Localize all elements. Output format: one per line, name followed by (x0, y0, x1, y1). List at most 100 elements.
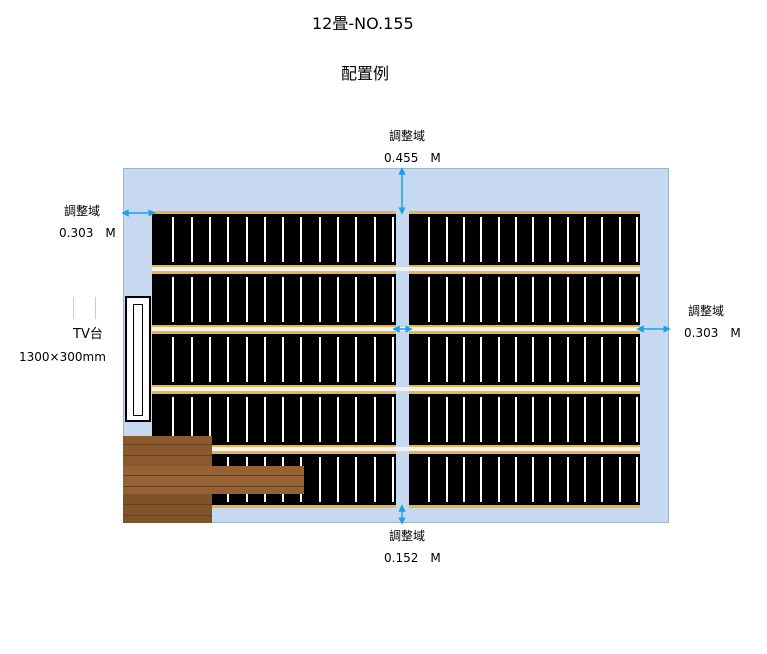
panel-strip-gap (584, 277, 586, 322)
panel-strip-gap (428, 277, 430, 322)
tv-stand-size: 1300×300mm (19, 350, 106, 364)
panel-strip-gap (191, 337, 193, 382)
panel-strip-gap (549, 397, 551, 442)
page-subtitle: 配置例 (341, 64, 390, 83)
panel-strip-gap (498, 217, 500, 262)
panel-strip-gap (463, 457, 465, 502)
panel-strip-gap (584, 457, 586, 502)
panel-strip-gap (515, 277, 517, 322)
panel-strip-gap (567, 277, 569, 322)
panel-strip-gap (227, 217, 229, 262)
panel-strip-gap (246, 337, 248, 382)
wood-grain (123, 486, 304, 487)
bottom-margin-value: 0.152 M (384, 551, 441, 565)
panel-strip-gap (584, 217, 586, 262)
panel-strip-gap (480, 277, 482, 322)
panel-strip-gap (636, 397, 638, 442)
panel-strip-gap (515, 397, 517, 442)
page-title: 12畳-NO.155 (312, 14, 414, 33)
panel-strip-gap (601, 457, 603, 502)
panel-strip-gap (227, 337, 229, 382)
panel-strip-gap (480, 217, 482, 262)
tv-stand-label: TV台 (73, 327, 103, 342)
panel-strip-gap (227, 277, 229, 322)
panel-strip-gap (567, 337, 569, 382)
panel-strip-gap (209, 277, 211, 322)
panel-strip-gap (446, 397, 448, 442)
panel-strip-gap (337, 397, 339, 442)
panel-strip-gap (636, 277, 638, 322)
panel-strip-gap (549, 277, 551, 322)
wood-grain (123, 475, 304, 476)
panel-strip-gap (532, 397, 534, 442)
panel-strip-gap (264, 217, 266, 262)
tv-stand (125, 296, 151, 422)
panel-strip-gap (246, 277, 248, 322)
wood-grain (123, 515, 212, 516)
panel-strip-gap (355, 337, 357, 382)
panel-strip-gap (172, 217, 174, 262)
panel-strip-gap (498, 457, 500, 502)
panel-strip-gap (584, 337, 586, 382)
panel-strip-gap (355, 277, 357, 322)
panel-strip-gap (619, 397, 621, 442)
panel-strip-gap (172, 397, 174, 442)
panel-strip-gap (636, 457, 638, 502)
panel-strip-gap (636, 217, 638, 262)
marker-tick (73, 297, 74, 319)
panel-strip-gap (355, 397, 357, 442)
panel-strip-gap (532, 277, 534, 322)
panel-strip-gap (300, 217, 302, 262)
panel-strip-gap (191, 397, 193, 442)
panel-strip-gap (601, 217, 603, 262)
panel-strip-gap (480, 337, 482, 382)
panel-strip-gap (337, 217, 339, 262)
panel-strip-gap (428, 457, 430, 502)
panel-strip-gap (392, 277, 394, 322)
panel-strip-gap (282, 397, 284, 442)
panel-strip-gap (374, 277, 376, 322)
wood-plank (123, 466, 304, 494)
panel-strip-gap (428, 217, 430, 262)
panel-strip-gap (601, 277, 603, 322)
right-margin-label: 調整域 (688, 304, 725, 318)
panel-strip-gap (498, 277, 500, 322)
panel-strip-gap (392, 397, 394, 442)
panel-strip-gap (463, 277, 465, 322)
panel-strip-gap (636, 337, 638, 382)
panel-strip-gap (515, 457, 517, 502)
panel-strip-gap (567, 457, 569, 502)
panel-strip-gap (549, 457, 551, 502)
tv-stand-inner (133, 304, 143, 416)
panel-strip-gap (319, 277, 321, 322)
panel-row-separator (152, 267, 640, 271)
panel-strip-gap (463, 397, 465, 442)
panel-strip-gap (480, 397, 482, 442)
wood-grain (123, 455, 212, 456)
right-margin-value: 0.303 M (684, 326, 741, 340)
panel-strip-gap (282, 217, 284, 262)
panel-strip-gap (498, 337, 500, 382)
panel-strip-gap (264, 397, 266, 442)
panel-strip-gap (191, 217, 193, 262)
panel-row-separator (152, 387, 640, 391)
panel-strip-gap (300, 337, 302, 382)
panel-strip-gap (209, 217, 211, 262)
panel-strip-gap (337, 277, 339, 322)
panel-strip-gap (549, 337, 551, 382)
panel-strip-gap (319, 397, 321, 442)
panel-strip-gap (463, 217, 465, 262)
panel-strip-gap (319, 217, 321, 262)
panel-strip-gap (172, 277, 174, 322)
panel-strip-gap (392, 457, 394, 502)
panel-strip-gap (428, 337, 430, 382)
panel-strip-gap (446, 457, 448, 502)
wood-grain (123, 444, 212, 445)
heating-panel (409, 331, 640, 388)
panel-strip-gap (567, 397, 569, 442)
panel-row-separator (152, 447, 640, 451)
panel-strip-gap (532, 457, 534, 502)
panel-strip-gap (619, 457, 621, 502)
panel-strip-gap (374, 337, 376, 382)
panel-strip-gap (282, 277, 284, 322)
